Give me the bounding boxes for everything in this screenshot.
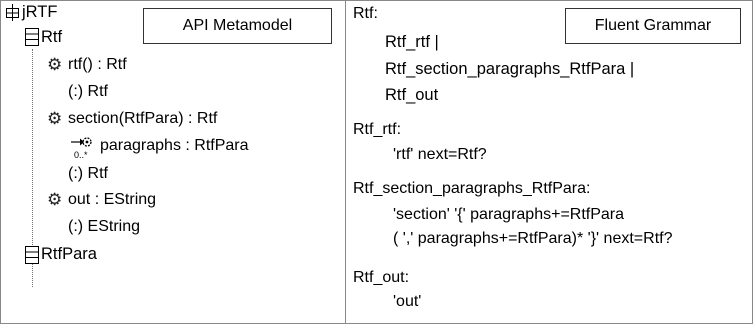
tree-parameter-paragraphs[interactable]: paragraphs : RtfPara [100, 137, 249, 154]
grammar-rule-body: ( ',' paragraphs+=RtfPara)* '}' next=Rtf… [393, 230, 673, 247]
fluent-grammar-title: Fluent Grammar [565, 8, 741, 44]
grammar-alternative: Rtf_section_paragraphs_RtfPara | [385, 60, 635, 78]
class-icon [25, 246, 39, 264]
grammar-rule-name: Rtf_out: [353, 269, 410, 286]
multiplicity-label: 0..* [74, 150, 88, 160]
tree-return-estring[interactable]: (:) EString [68, 218, 141, 235]
grammar-alternative: Rtf_rtf | [385, 33, 439, 51]
grammar-rule-name: Rtf_section_paragraphs_RtfPara: [353, 180, 591, 197]
operation-gear-icon: ⚙ [47, 190, 63, 209]
tree-operation-rtf[interactable]: rtf() : Rtf [68, 56, 127, 73]
operation-gear-icon: ⚙ [47, 55, 63, 74]
tree-operation-out[interactable]: out : EString [68, 191, 157, 208]
api-metamodel-title: API Metamodel [143, 8, 332, 44]
package-icon [6, 4, 19, 21]
tree-return-rtf[interactable]: (:) Rtf [68, 83, 108, 100]
tree-class-rtf[interactable]: Rtf [41, 28, 63, 46]
tree-guide-line [32, 49, 33, 287]
tree-root-label[interactable]: jRTF [22, 3, 58, 21]
grammar-alternative: Rtf_out [385, 86, 439, 104]
operation-gear-icon: ⚙ [47, 109, 63, 128]
tree-class-rtfpara[interactable]: RtfPara [41, 245, 97, 263]
api-metamodel-panel: API Metamodel jRTF Rtf ⚙ rtf() : Rtf (:)… [0, 0, 345, 324]
grammar-rule-body: 'out' [393, 293, 422, 310]
grammar-rule-body: 'rtf' next=Rtf? [393, 146, 487, 163]
fluent-grammar-panel: Fluent Grammar Rtf: Rtf_rtf | Rtf_sectio… [345, 0, 753, 324]
grammar-rule-name: Rtf: [353, 5, 378, 22]
parameter-arrow-icon [71, 137, 92, 147]
tree-return-rtf[interactable]: (:) Rtf [68, 165, 108, 182]
grammar-rule-body: 'section' '{' paragraphs+=RtfPara [393, 206, 625, 223]
tree-operation-section[interactable]: section(RtfPara) : Rtf [68, 110, 218, 127]
class-icon [25, 28, 39, 46]
grammar-rule-name: Rtf_rtf: [353, 121, 402, 138]
